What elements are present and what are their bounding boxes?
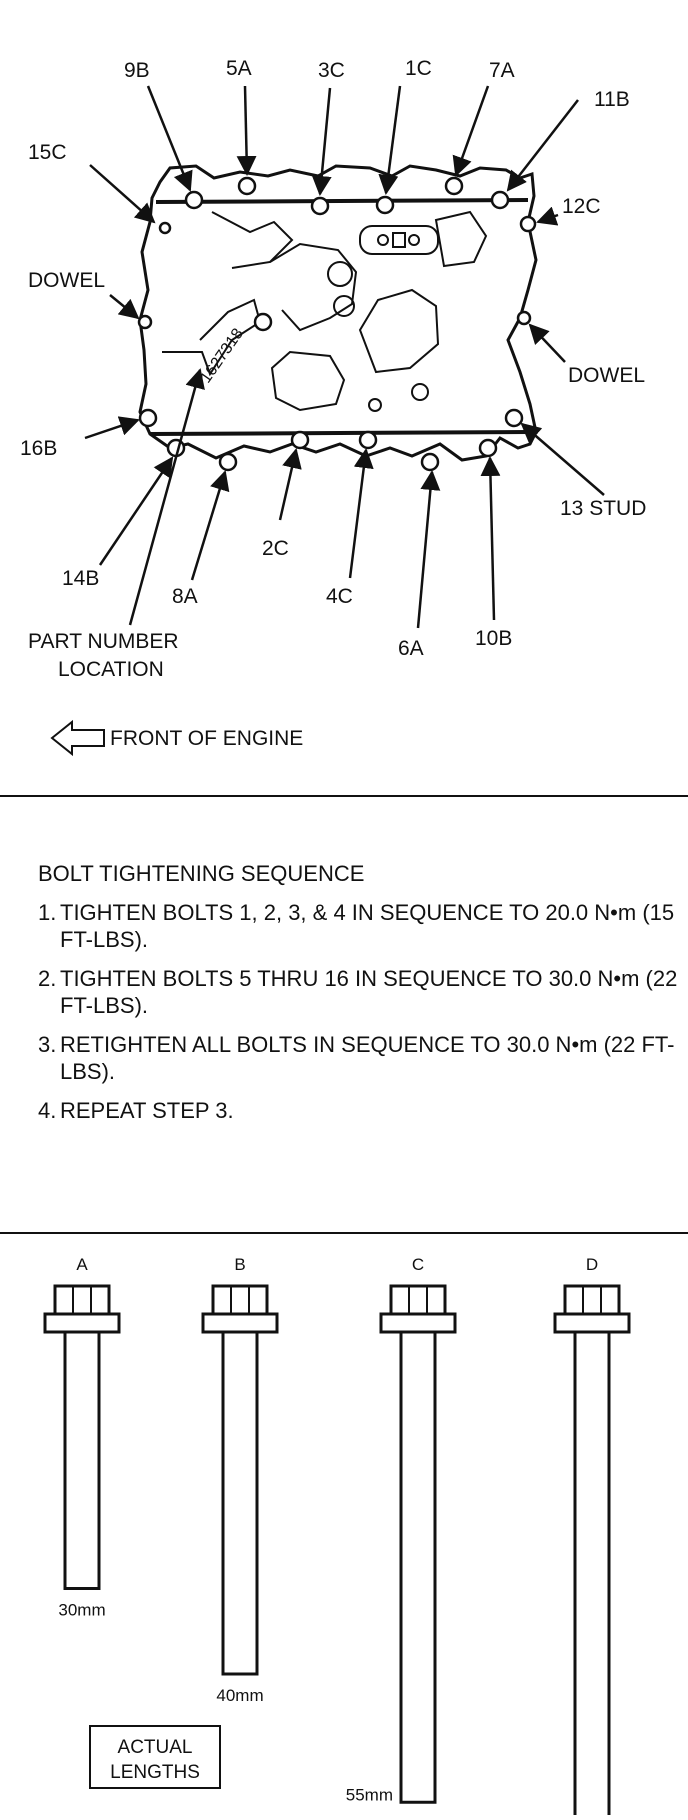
actual-lengths-line1: ACTUAL	[118, 1737, 193, 1758]
label-14b: 14B	[62, 567, 99, 590]
label-15c: 15C	[28, 141, 67, 164]
step-number: 2.	[38, 966, 57, 991]
bolt-b: B 40mm	[201, 1255, 279, 1705]
manifold-body	[138, 164, 538, 462]
bolt-hex-head	[211, 1284, 269, 1316]
front-of-engine-label: FRONT OF ENGINE	[110, 727, 303, 750]
intake-manifold-diagram: 1627318 9B 5A 3C 1C 7A 11B 15C 12C DOWEL…	[20, 57, 646, 757]
bolt-11b	[490, 190, 510, 210]
bolt-length-chart: A 30mm B 40mm C 55mm D60mm ACTUAL LENGTHS	[43, 1255, 631, 1815]
step-number: 4.	[38, 1098, 57, 1123]
bolt-shank	[573, 1330, 611, 1815]
callout-labels: 9B 5A 3C 1C 7A 11B 15C 12C DOWEL DOWEL 1…	[20, 57, 646, 681]
bolt-9b	[184, 190, 204, 210]
label-1c: 1C	[405, 57, 432, 80]
front-arrow-icon	[50, 719, 105, 757]
bolt-hex-head	[563, 1284, 621, 1316]
sequence-step: 2. TIGHTEN BOLTS 5 THRU 16 IN SEQUENCE T…	[38, 965, 678, 1019]
step-text: RETIGHTEN ALL BOLTS IN SEQUENCE TO 30.0 …	[60, 1032, 675, 1084]
bolt-letter: C	[412, 1255, 424, 1274]
actual-lengths-line2: LENGTHS	[110, 1762, 200, 1783]
label-11b: 11B	[594, 88, 630, 111]
dowel-left	[137, 314, 153, 330]
label-6a: 6A	[398, 637, 424, 660]
actual-lengths-box	[89, 1725, 221, 1789]
label-10b: 10B	[475, 627, 512, 650]
bolt-d: D60mm	[553, 1255, 631, 1815]
sequence-step: 1. TIGHTEN BOLTS 1, 2, 3, & 4 IN SEQUENC…	[38, 899, 678, 953]
label-13-stud: 13 STUD	[560, 497, 646, 520]
bolt-10b	[478, 438, 498, 458]
bolt-length-label: 55mm	[346, 1785, 393, 1804]
tightening-sequence: BOLT TIGHTENING SEQUENCE 1. TIGHTEN BOLT…	[38, 860, 678, 1136]
label-8a: 8A	[172, 585, 198, 608]
bolt-1c	[375, 195, 395, 215]
bolt-letter: A	[76, 1255, 88, 1274]
divider-top	[0, 795, 688, 797]
stud-13	[504, 408, 524, 428]
step-number: 1.	[38, 900, 57, 925]
bolt-7a	[444, 176, 464, 196]
bolt-hex-head	[53, 1284, 111, 1316]
bolt-8a	[218, 452, 238, 472]
front-of-engine-indicator: FRONT OF ENGINE	[50, 719, 303, 757]
sequence-title: BOLT TIGHTENING SEQUENCE	[38, 861, 365, 886]
step-number: 3.	[38, 1032, 57, 1057]
label-12c: 12C	[562, 195, 601, 218]
bolt-4c	[358, 430, 378, 450]
bolt-letter: B	[234, 1255, 245, 1274]
label-3c: 3C	[318, 59, 345, 82]
bolt-15c	[158, 221, 172, 235]
sequence-step: 3. RETIGHTEN ALL BOLTS IN SEQUENCE TO 30…	[38, 1031, 678, 1085]
bolt-2c	[290, 430, 310, 450]
bolt-shank	[63, 1330, 101, 1590]
sequence-step: 4. REPEAT STEP 3.	[38, 1097, 678, 1124]
label-4c: 4C	[326, 585, 353, 608]
label-7a: 7A	[489, 59, 515, 82]
bolt-5a	[237, 176, 257, 196]
sequence-steps: 1. TIGHTEN BOLTS 1, 2, 3, & 4 IN SEQUENC…	[38, 899, 678, 1124]
bolt-letter: D	[586, 1255, 598, 1274]
bolt-3c	[310, 196, 330, 216]
step-text: TIGHTEN BOLTS 5 THRU 16 IN SEQUENCE TO 3…	[60, 966, 678, 1018]
bolt-a: A 30mm	[43, 1255, 121, 1620]
bolt-16b	[138, 408, 158, 428]
actual-lengths-note: ACTUAL LENGTHS	[89, 1725, 221, 1789]
label-16b: 16B	[20, 437, 57, 460]
bolt-length-label: 40mm	[216, 1686, 263, 1705]
step-text: TIGHTEN BOLTS 1, 2, 3, & 4 IN SEQUENCE T…	[60, 900, 675, 952]
bolt-12c	[519, 215, 537, 233]
label-part-number-2: LOCATION	[58, 658, 164, 681]
bolt-flange	[379, 1312, 457, 1334]
bolt-bosses	[137, 176, 537, 472]
bolt-center	[253, 312, 273, 332]
bolt-flange	[553, 1312, 631, 1334]
bolt-length-label: 30mm	[58, 1601, 105, 1620]
bolt-6a	[420, 452, 440, 472]
bolt-hex-head	[389, 1284, 447, 1316]
label-part-number-1: PART NUMBER	[28, 630, 179, 653]
bolt-shank	[221, 1330, 259, 1676]
label-9b: 9B	[124, 59, 150, 82]
step-text: REPEAT STEP 3.	[60, 1098, 234, 1123]
bolt-shank	[399, 1330, 437, 1804]
label-2c: 2C	[262, 537, 289, 560]
bolt-flange	[43, 1312, 121, 1334]
leader-arrows	[84, 85, 605, 629]
label-dowel-right: DOWEL	[568, 364, 645, 387]
label-5a: 5A	[226, 57, 252, 80]
bolt-flange	[201, 1312, 279, 1334]
bolt-c: C 55mm	[346, 1255, 457, 1804]
label-dowel-left: DOWEL	[28, 269, 105, 292]
dowel-right	[516, 310, 532, 326]
divider-bottom	[0, 1232, 688, 1234]
